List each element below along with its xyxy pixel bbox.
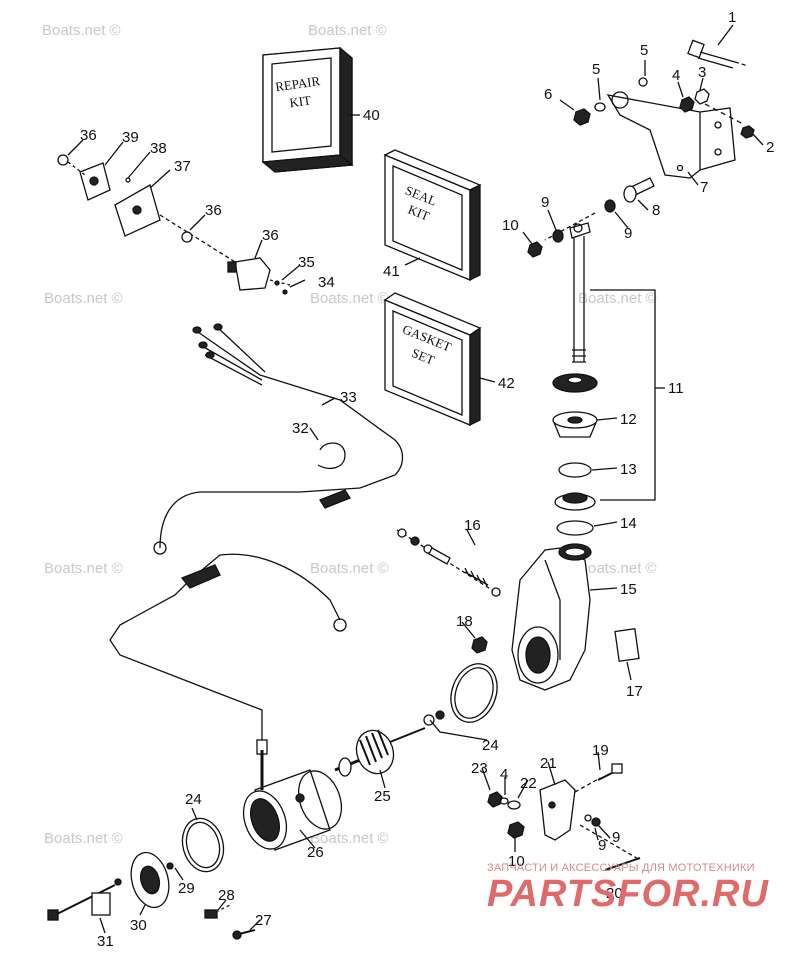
watermark: Boats.net © [44,560,123,577]
callout: 21 [540,755,557,772]
callout: 33 [340,389,357,406]
motor-lead [109,553,347,740]
switch [227,257,291,295]
callout: 4 [672,67,680,84]
callout: 13 [620,461,637,478]
gasket-set-box [383,292,482,427]
callout: 5 [640,42,648,59]
callout: 35 [298,254,315,271]
callout: 36 [262,227,279,244]
callout: 19 [592,742,609,759]
brand-tagline: ЗАПЧАСТИ И АКСЕССУАРЫ ДЛЯ МОТОТЕХНИКИ [487,862,755,874]
callout: 12 [620,411,637,428]
callout: 24 [482,737,499,754]
callout: 9 [624,225,632,242]
callout: 34 [318,274,335,291]
callout: 10 [508,853,525,870]
callout: 27 [255,912,272,929]
callout: 24 [185,791,202,808]
callout: 23 [471,760,488,777]
pivot-bolt [544,177,655,241]
callout: 31 [97,933,114,950]
callout: 2 [766,139,774,156]
watermark: Boats.net © [578,290,657,307]
shaft-rod [569,222,591,363]
callout: 1 [728,9,736,26]
callout: 37 [174,158,191,175]
housing [511,543,592,691]
callout: 26 [307,844,324,861]
callouts: 1 2 3 4 5 5 6 7 8 9 9 10 11 12 13 14 15 … [80,9,774,950]
watermark: Boats.net © [310,830,389,847]
callout: 18 [456,613,473,630]
callout: 3 [698,64,706,81]
watermark: Boats.net © [310,290,389,307]
motor-bracket [539,779,576,841]
callout: 6 [544,86,552,103]
callout: 42 [498,375,515,392]
callout: 10 [502,217,519,234]
callout: 28 [218,887,235,904]
repair-kit-box [261,46,354,173]
watermark: Boats.net © [578,560,657,577]
brand-logo: PARTSFOR.RU [487,873,769,915]
bolt-1 [687,39,749,69]
callout: 25 [374,788,391,805]
repair-kit-line1: REPAIR [274,73,321,94]
armature [334,727,426,777]
callout: 11 [668,380,684,397]
brand-watermark: ЗАПЧАСТИ И АКСЕССУАРЫ ДЛЯ МОТОТЕХНИКИ PA… [487,862,787,914]
callout: 16 [464,517,481,534]
callout: 36 [205,202,222,219]
bleed-screw-group [396,528,501,597]
watermark: Boats.net © [308,22,387,39]
repair-kit-line2: KIT [288,92,312,110]
callout: 20 [606,885,623,902]
callout: 9 [598,837,606,854]
callout: 8 [652,202,660,219]
callout: 32 [292,420,309,437]
callout: 22 [520,775,537,792]
callout: 5 [592,61,600,78]
callout: 7 [700,179,708,196]
watermark: Boats.net © [42,22,121,39]
callout: 4 [500,766,508,783]
callout: 29 [178,880,195,897]
callout: 41 [383,263,400,280]
callout: 15 [620,581,637,598]
callout: 36 [80,127,97,144]
watermark: Boats.net © [310,560,389,577]
end-cap [130,851,174,909]
watermark: Boats.net © [44,830,123,847]
callout: 14 [620,515,637,532]
seal-kit-box [383,149,482,282]
seal-stack [552,373,598,536]
callout: 17 [626,683,643,700]
callout: 38 [150,140,167,157]
callout: 30 [130,917,147,934]
callout: 9 [612,829,620,846]
mount-bracket [606,91,736,179]
callout: 9 [541,194,549,211]
callout: 39 [122,129,139,146]
wire-harness [153,323,404,555]
watermark: Boats.net © [44,290,123,307]
callout: 40 [363,107,380,124]
motor-housing [242,769,343,851]
